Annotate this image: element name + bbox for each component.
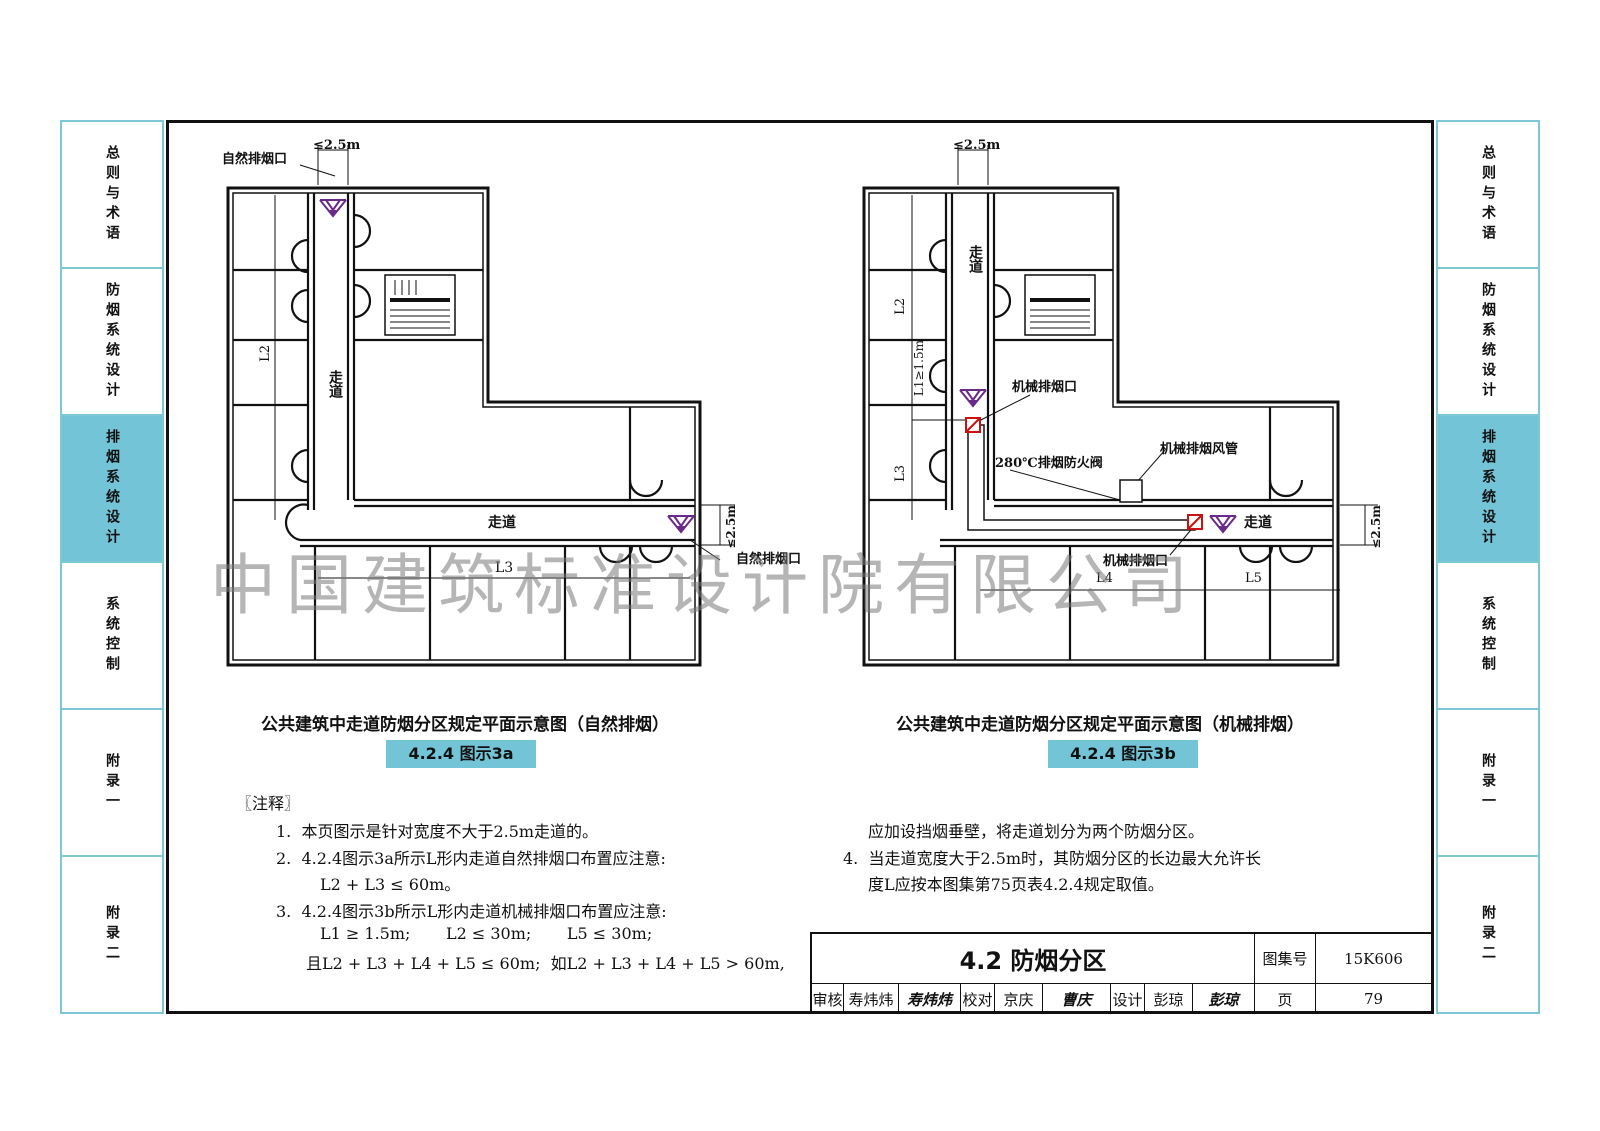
note-2b: L2 + L3 ≤ 60m。 (320, 875, 461, 894)
tab-label: 排烟系统设计 (1480, 428, 1496, 549)
label-L4-b: L4 (1096, 571, 1113, 586)
atlas-number: 15K606 (1316, 934, 1431, 984)
label-L2-b: L2 (893, 298, 908, 315)
tab-label: 附录一 (104, 752, 120, 813)
label-L1-b: L1≥1.5m (912, 340, 926, 397)
label-fire-damper: 280℃排烟防火阀 (995, 456, 1103, 471)
label-smoke-duct: 机械排烟风管 (1160, 442, 1239, 457)
label-corridor-h-b: 走道 (1244, 515, 1272, 531)
tab-label: 防烟系统设计 (104, 281, 120, 402)
plan-3b (862, 145, 1378, 667)
label-L3-b: L3 (893, 465, 908, 482)
label-width-top-b: ≤2.5m (953, 138, 1001, 153)
note-4: 4. 当走道宽度大于2.5m时，其防烟分区的长边最大允许长 (843, 849, 1262, 868)
tab-appendix-1[interactable]: 附录一 (62, 710, 162, 857)
reviewer: 寿炜炜 (844, 984, 899, 1014)
label-width-right-b: ≤2.5m (1369, 505, 1383, 549)
checker: 京庆 (995, 984, 1043, 1014)
designer-signature: 彭琼 (1193, 984, 1255, 1014)
tab-label: 总则与术语 (104, 144, 120, 245)
plan-3a (226, 145, 735, 667)
figure-tag-3b: 4.2.4 图示3b (1048, 740, 1198, 768)
note-2: 2. 4.2.4图示3a所示L形内走道自然排烟口布置应注意: (276, 849, 666, 868)
tab-appendix-2[interactable]: 附录二 (1438, 857, 1538, 1012)
caption-3b: 公共建筑中走道防烟分区规定平面示意图（机械排烟） (896, 715, 1304, 735)
page-number: 79 (1363, 990, 1384, 1008)
tab-system-control[interactable]: 系统控制 (1438, 563, 1538, 710)
tab-appendix-2[interactable]: 附录二 (62, 857, 162, 1012)
tab-smoke-prevention[interactable]: 防烟系统设计 (1438, 269, 1538, 416)
label-L2-a: L2 (258, 345, 273, 362)
label-L3-a: L3 (495, 560, 514, 576)
reviewer-signature: 寿炜炜 (899, 984, 961, 1014)
checker-signature: 曹庆 (1043, 984, 1111, 1014)
left-section-tabs: 总则与术语 防烟系统设计 排烟系统设计 系统控制 附录一 附录二 (60, 120, 164, 1014)
review-label: 审核 (812, 984, 844, 1014)
figure-tag-3a: 4.2.4 图示3a (386, 740, 536, 768)
note-1: 1. 本页图示是针对宽度不大于2.5m走道的。 (276, 822, 599, 841)
drawing-frame (166, 120, 1434, 1014)
caption-3a: 公共建筑中走道防烟分区规定平面示意图（自然排烟） (261, 715, 669, 735)
tab-label: 附录一 (1480, 752, 1496, 813)
tab-general[interactable]: 总则与术语 (62, 122, 162, 269)
tab-smoke-exhaust[interactable]: 排烟系统设计 (1438, 416, 1538, 563)
designer: 彭琼 (1145, 984, 1193, 1014)
label-width-top-a: ≤2.5m (313, 138, 361, 153)
label-corridor-h-a: 走道 (488, 515, 516, 531)
note-3: 3. 4.2.4图示3b所示L形内走道机械排烟口布置应注意: (276, 902, 667, 921)
tab-label: 附录二 (104, 904, 120, 965)
watermark: 中国建筑标准设计院有限公司 (210, 547, 1198, 624)
tab-smoke-prevention[interactable]: 防烟系统设计 (62, 269, 162, 416)
tab-label: 防烟系统设计 (1480, 281, 1496, 402)
tab-label: 系统控制 (1480, 595, 1496, 676)
notes-title: 〖注释〗 (236, 794, 301, 813)
tab-label: 排烟系统设计 (104, 428, 120, 549)
tab-label: 系统控制 (104, 595, 120, 676)
note-3b: L1 ≥ 1.5m; L2 ≤ 30m; L5 ≤ 30m; (320, 924, 653, 943)
note-3c: 且L2 + L3 + L4 + L5 ≤ 60m; 如L2 + L3 + L4 … (306, 954, 785, 973)
page-label: 页 (1255, 984, 1316, 1014)
tab-label: 附录二 (1480, 904, 1496, 965)
tab-general[interactable]: 总则与术语 (1438, 122, 1538, 269)
right-section-tabs: 总则与术语 防烟系统设计 排烟系统设计 系统控制 附录一 附录二 (1436, 120, 1540, 1014)
check-label: 校对 (961, 984, 995, 1014)
note-4b: 度L应按本图集第75页表4.2.4规定取值。 (868, 875, 1164, 894)
label-mech-outlet-2: 机械排烟口 (1103, 554, 1169, 569)
label-natural-outlet-top: 自然排烟口 (222, 152, 288, 167)
tab-label: 总则与术语 (1480, 144, 1496, 245)
design-label: 设计 (1111, 984, 1145, 1014)
label-corridor-v-b: 走道 (967, 245, 983, 273)
tab-appendix-1[interactable]: 附录一 (1438, 710, 1538, 857)
tab-system-control[interactable]: 系统控制 (62, 563, 162, 710)
label-L5-b: L5 (1245, 571, 1262, 586)
note-3d: 应加设挡烟垂壁，将走道划分为两个防烟分区。 (868, 822, 1205, 841)
label-mech-outlet: 机械排烟口 (1012, 380, 1078, 395)
label-corridor-v-a: 走道 (327, 370, 343, 398)
atlas-label: 图集号 (1255, 934, 1316, 984)
title-block: 4.2 防烟分区 图集号 15K606 审核 寿炜炜 寿炜炜 校对 京庆 曹庆 … (810, 932, 1431, 1014)
title-block-title: 4.2 防烟分区 (812, 934, 1255, 984)
label-natural-outlet-right: 自然排烟口 (736, 552, 802, 567)
tab-smoke-exhaust[interactable]: 排烟系统设计 (62, 416, 162, 563)
